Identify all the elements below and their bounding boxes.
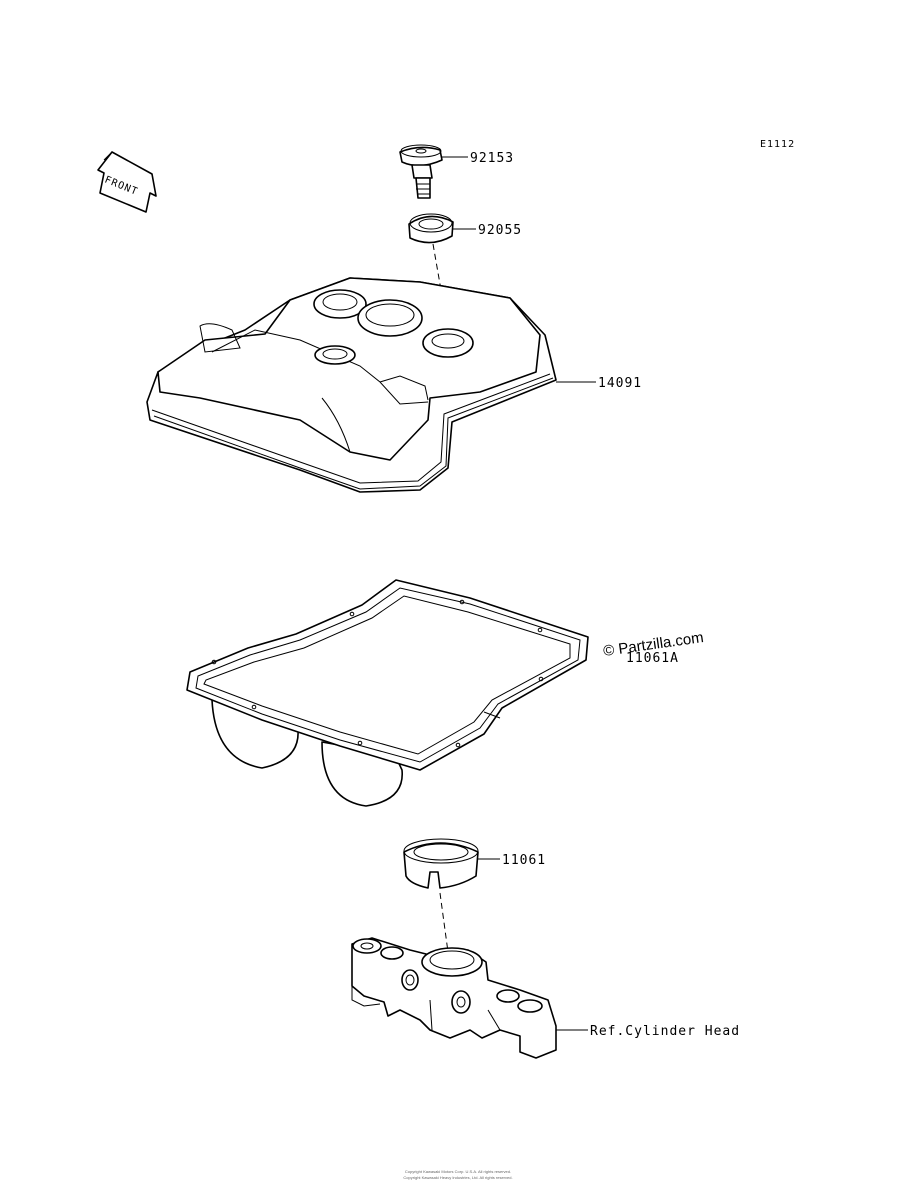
part-label-92055: 92055 [478,223,522,238]
front-arrow-icon: FRONT [97,151,157,213]
plug-seal-11061 [403,838,479,889]
bolt-92153 [399,144,443,199]
part-label-92153: 92153 [470,151,514,166]
grommet-92055 [408,213,454,244]
gasket-11061A [186,579,589,807]
diagram-code: E1112 [760,139,795,150]
part-label-ref-cylinder-head: Ref.Cylinder Head [590,1024,740,1039]
part-label-11061: 11061 [502,853,546,868]
cylinder-head-ref [351,937,557,1059]
part-label-14091: 14091 [598,376,642,391]
assembly-line-head [439,892,449,953]
part-label-11061A: 11061A [626,651,679,666]
cylinder-head-cover-14091 [146,277,557,493]
footer-line-2: Copyright Kawasaki Heavy Industries, Ltd… [403,1175,512,1180]
footer-line-1: Copyright Kawasaki Motors Corp. U.S.A. A… [405,1169,511,1174]
